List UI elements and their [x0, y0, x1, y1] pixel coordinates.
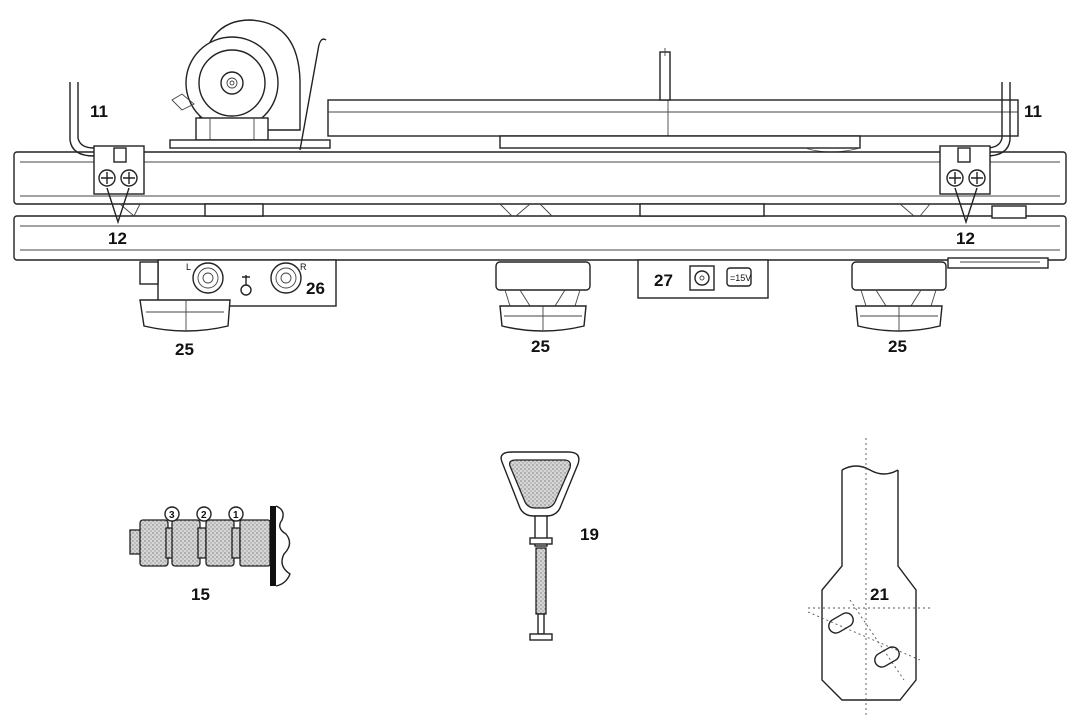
svg-text:2: 2: [201, 510, 207, 521]
hinge-left: [69, 82, 145, 195]
callout-12-right: 12: [956, 229, 975, 248]
callout-12-left: 12: [108, 229, 127, 248]
lower-plinth: [13, 203, 1067, 261]
power-socket-panel: =15V: [637, 259, 769, 299]
alignment-gauge: 21: [807, 438, 930, 715]
ground-terminal-icon: [240, 275, 252, 296]
foot-right: [851, 261, 947, 332]
callout-21: 21: [870, 585, 889, 604]
ring-marker-1: 1: [228, 506, 244, 522]
svg-text:R: R: [300, 262, 307, 272]
callout-15: 15: [191, 585, 210, 604]
hinge-right: [939, 82, 1011, 195]
callout-19: 19: [580, 525, 599, 544]
ring-marker-3: 3: [164, 506, 180, 522]
foot-left: [139, 299, 231, 332]
spindle: [659, 48, 671, 101]
callout-25-middle: 25: [531, 337, 550, 356]
motor-housing: [947, 205, 1049, 269]
platter: [327, 99, 1019, 153]
svg-text:3: 3: [169, 510, 175, 521]
callout-11-left: 11: [90, 102, 108, 121]
rca-output-panel: L R: [139, 259, 337, 307]
turntable-rear-view: L R =15V: [13, 19, 1067, 359]
callout-25-right: 25: [888, 337, 907, 356]
adjustment-tool: 19: [500, 451, 599, 641]
ring-marker-2: 2: [196, 506, 212, 522]
svg-text:L: L: [186, 262, 191, 272]
callout-27: 27: [654, 271, 673, 290]
foot-middle: [495, 261, 591, 332]
counterweight-assembly: 3 2 1 15: [129, 505, 291, 604]
power-rating-label: =15V: [730, 273, 751, 283]
callout-25-left: 25: [175, 340, 194, 359]
callout-11-right: 11: [1024, 102, 1042, 121]
svg-text:1: 1: [233, 510, 239, 521]
upper-plinth: [13, 151, 1067, 205]
callout-26: 26: [306, 279, 325, 298]
tonearm-counterweight: [169, 19, 331, 151]
